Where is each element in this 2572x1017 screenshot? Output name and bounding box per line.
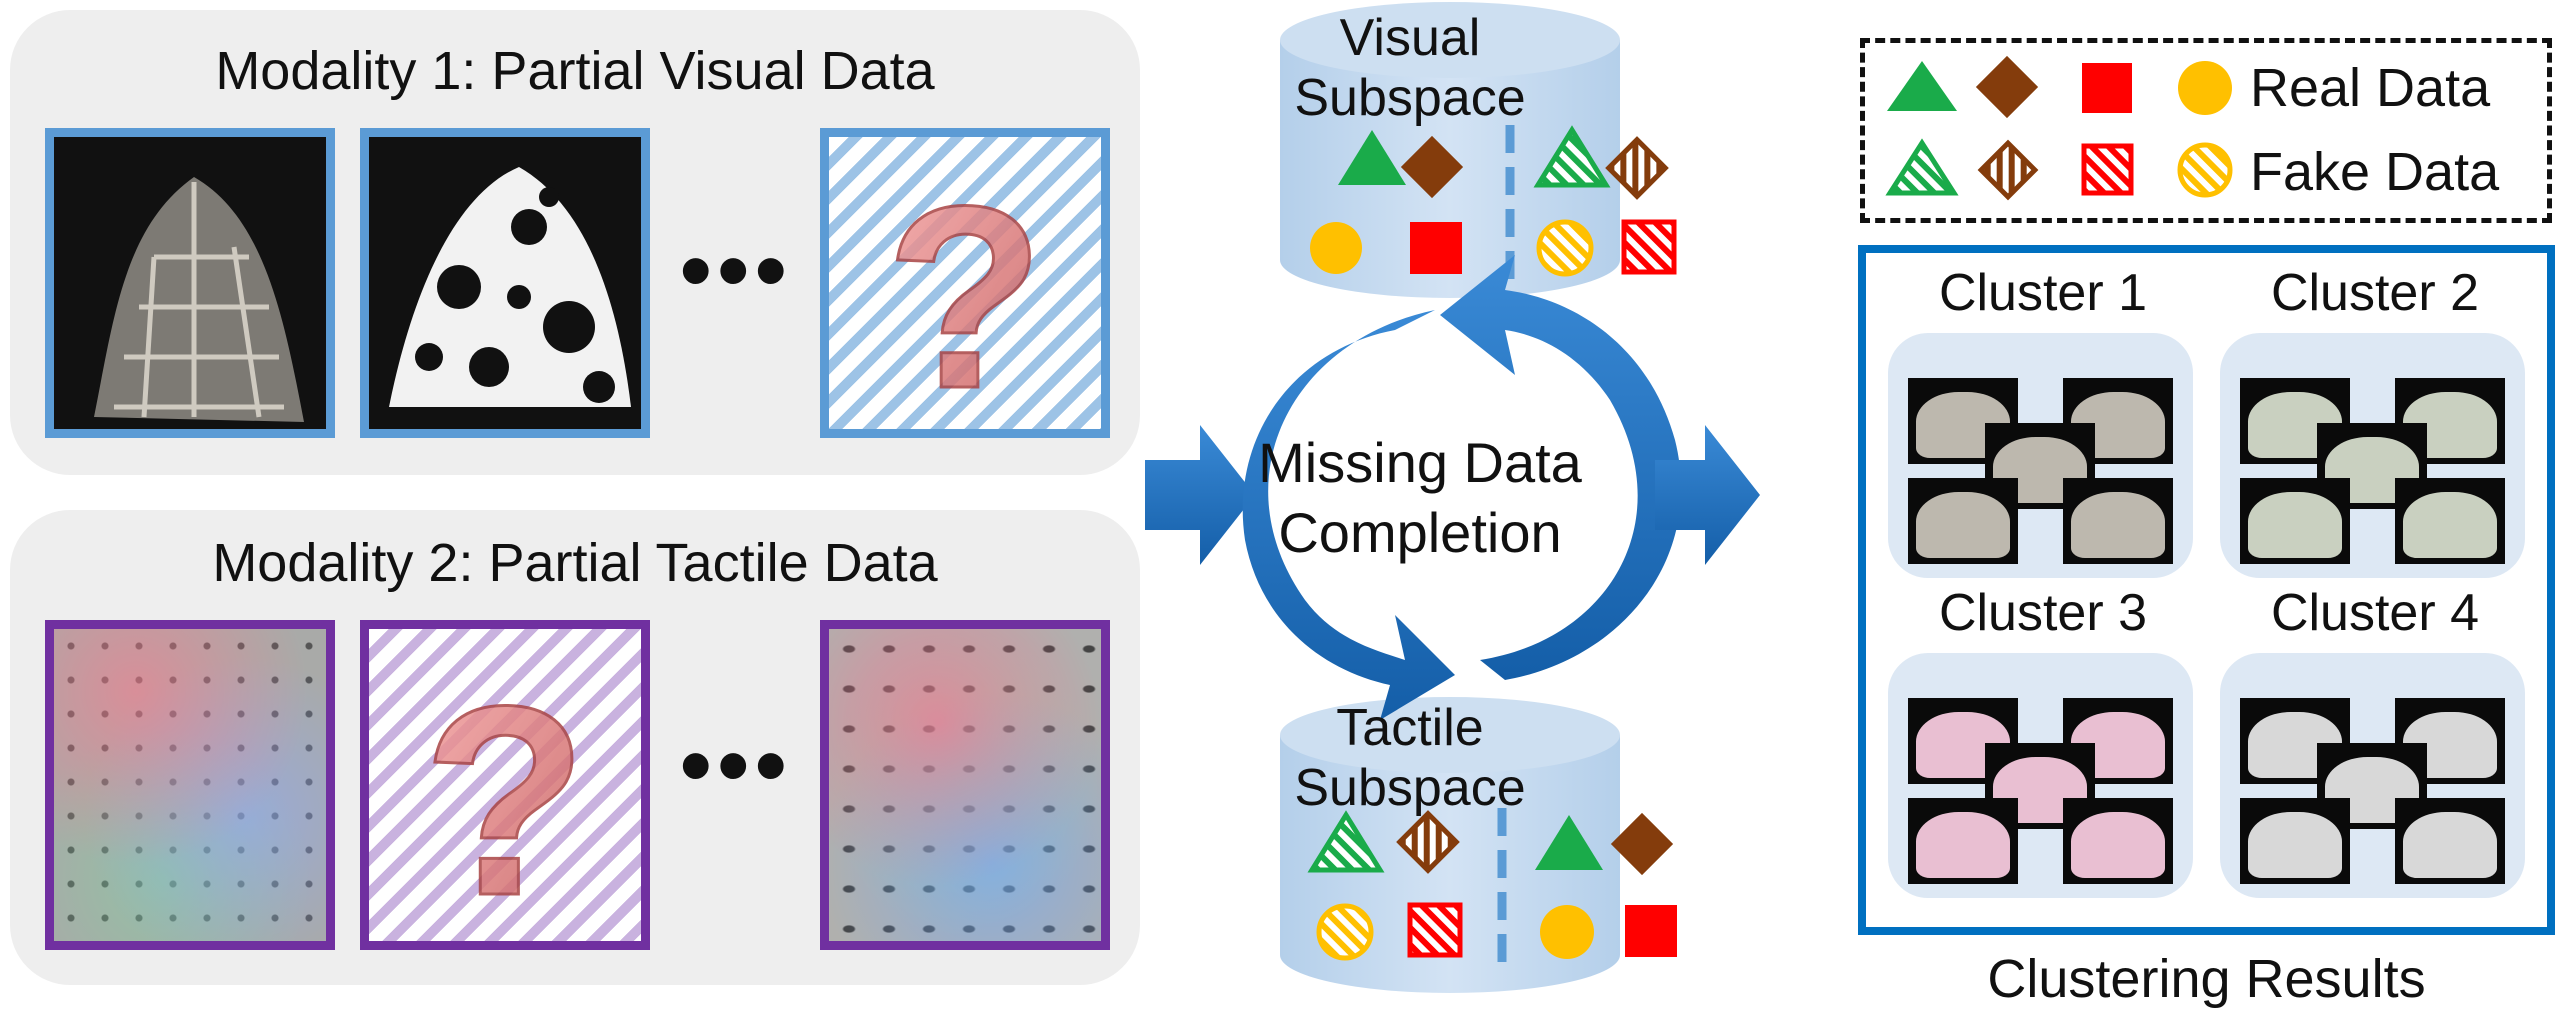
visual-subspace-label: Visual Subspace [1294, 9, 1526, 127]
tactile-subspace-samples [1307, 808, 1677, 975]
cluster-thumbnail [2063, 478, 2173, 564]
cloth-shape [1916, 492, 2010, 558]
cluster-thumbnail [2063, 798, 2173, 884]
question-mark-icon: ? [421, 650, 589, 954]
question-mark-icon: ? [884, 152, 1046, 445]
cloth-shape [2403, 812, 2497, 878]
modality2-ellipsis: ••• [680, 716, 793, 816]
cluster-2-label: Cluster 2 [2270, 264, 2480, 322]
modality1-panel: Modality 1: Partial Visual Data ••• ? [10, 10, 1140, 475]
cycle-label-line1: Missing Data [1258, 431, 1582, 494]
modality1-title: Modality 1: Partial Visual Data [215, 41, 935, 101]
cluster-thumbnail [1908, 798, 2018, 884]
cluster-thumbnail [2240, 478, 2350, 564]
cluster-3-box [1888, 653, 2193, 898]
cloth-shape [2248, 492, 2342, 558]
cluster-3-label: Cluster 3 [1938, 584, 2148, 642]
cluster-thumbnail [1908, 478, 2018, 564]
tactile-sample-2 [820, 620, 1110, 950]
completion-arrow-right-icon [1440, 255, 1682, 680]
cloth-shape [2403, 492, 2497, 558]
cluster-1-box [1888, 333, 2193, 578]
modality2-panel: Modality 2: Partial Tactile Data ? ••• [10, 510, 1140, 985]
legend-box: Real Data Fake Data [1860, 38, 2552, 223]
modality1-ellipsis: ••• [680, 221, 793, 321]
clustering-results-label: Clustering Results [1987, 949, 2426, 1009]
visual-sample-1 [45, 128, 335, 438]
cloth-shape [2248, 812, 2342, 878]
cluster-thumbnail [2240, 798, 2350, 884]
center-diagram [1145, 2, 1760, 993]
svg-text:?: ? [423, 651, 588, 941]
cycle-label-line2: Completion [1278, 501, 1562, 564]
draped-cloth-image [94, 177, 304, 422]
tactile-missing-sample: ? [360, 620, 650, 954]
cluster-4-box [2220, 653, 2525, 898]
patterned-cloth-image [389, 167, 631, 407]
tactile-subspace-label: Tactile Subspace [1294, 699, 1526, 817]
cloth-shape [1916, 812, 2010, 878]
visual-sample-2 [360, 128, 650, 438]
legend-real-label: Real Data [2250, 58, 2491, 118]
modality2-title: Modality 2: Partial Tactile Data [212, 533, 938, 593]
cluster-4-label: Cluster 4 [2270, 584, 2480, 642]
clustering-results-box: Cluster 1 Cluster 2 Cluster 3 Cluster 4 [1858, 245, 2555, 935]
cluster-thumbnail [2063, 698, 2173, 784]
cluster-thumbnail [2395, 798, 2505, 884]
completion-arrow-left-icon [1242, 310, 1455, 720]
legend-glyphs [1885, 55, 2233, 201]
tactile-sample-1 [45, 620, 335, 950]
cloth-shape [2071, 492, 2165, 558]
legend-fake-label: Fake Data [2250, 142, 2500, 202]
cloth-shape [2071, 812, 2165, 878]
svg-text:?: ? [886, 153, 1045, 429]
output-arrow-icon [1655, 425, 1760, 565]
cluster-1-label: Cluster 1 [1938, 264, 2148, 322]
visual-missing-sample: ? [820, 128, 1110, 445]
cluster-thumbnail [2395, 478, 2505, 564]
input-arrow-icon [1145, 425, 1255, 565]
cluster-2-box [2220, 333, 2525, 578]
